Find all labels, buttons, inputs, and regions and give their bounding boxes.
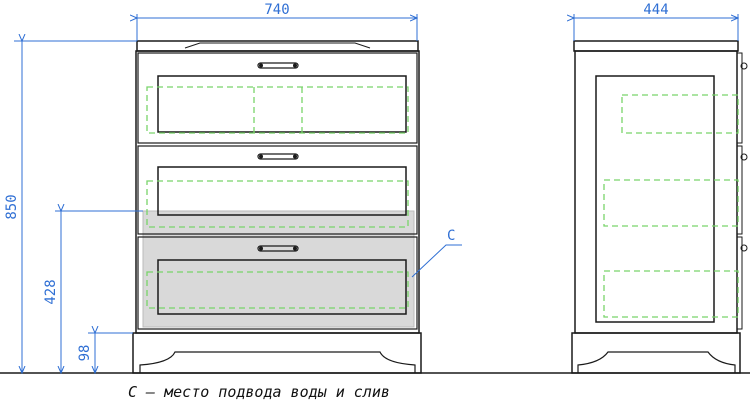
drawer-2 bbox=[137, 145, 418, 235]
drawer-1-panel bbox=[157, 75, 407, 133]
legend-caption: С – место подвода воды и слив bbox=[128, 383, 390, 401]
side-plinth-cutout bbox=[577, 351, 736, 373]
drawer-3 bbox=[137, 236, 418, 330]
callout-leader bbox=[411, 244, 462, 278]
side-handle-knob bbox=[740, 244, 748, 252]
side-drawer-front bbox=[736, 145, 743, 235]
dim-height-label: 850 bbox=[4, 194, 20, 219]
bar-handle-icon bbox=[257, 62, 299, 69]
side-dashed-zone-3 bbox=[603, 270, 739, 318]
dashed-zone-3 bbox=[146, 271, 409, 309]
dashed-zone-2 bbox=[146, 180, 409, 228]
side-drawer-front bbox=[736, 52, 743, 144]
dim-connection-label: 428 bbox=[43, 279, 59, 304]
plinth bbox=[132, 332, 422, 374]
drawer-3-panel bbox=[157, 259, 407, 315]
callout-label: C bbox=[447, 228, 455, 244]
side-handle-knob bbox=[740, 153, 748, 161]
plinth-cutout bbox=[139, 351, 416, 373]
drawer-1 bbox=[137, 52, 418, 144]
side-dashed-zone-1 bbox=[621, 94, 739, 134]
bar-handle-icon bbox=[257, 245, 299, 252]
drawer-2-panel bbox=[157, 166, 407, 216]
side-drawer-front bbox=[736, 236, 743, 330]
side-panel-outer bbox=[595, 75, 715, 323]
dim-depth-label: 444 bbox=[643, 2, 668, 18]
countertop-recess bbox=[184, 42, 371, 49]
side-dashed-zone-2 bbox=[603, 179, 739, 227]
side-handle-knob bbox=[740, 62, 748, 70]
front-view bbox=[132, 40, 422, 374]
side-body bbox=[574, 50, 738, 334]
dashed-zone-1 bbox=[146, 86, 409, 134]
bar-handle-icon bbox=[257, 153, 299, 160]
side-countertop bbox=[573, 40, 739, 52]
dim-plinth-label: 98 bbox=[77, 345, 93, 362]
dim-width-label: 740 bbox=[264, 2, 289, 18]
connection-zone-shaded bbox=[142, 210, 415, 328]
side-plinth bbox=[571, 332, 741, 374]
side-view bbox=[571, 40, 748, 374]
